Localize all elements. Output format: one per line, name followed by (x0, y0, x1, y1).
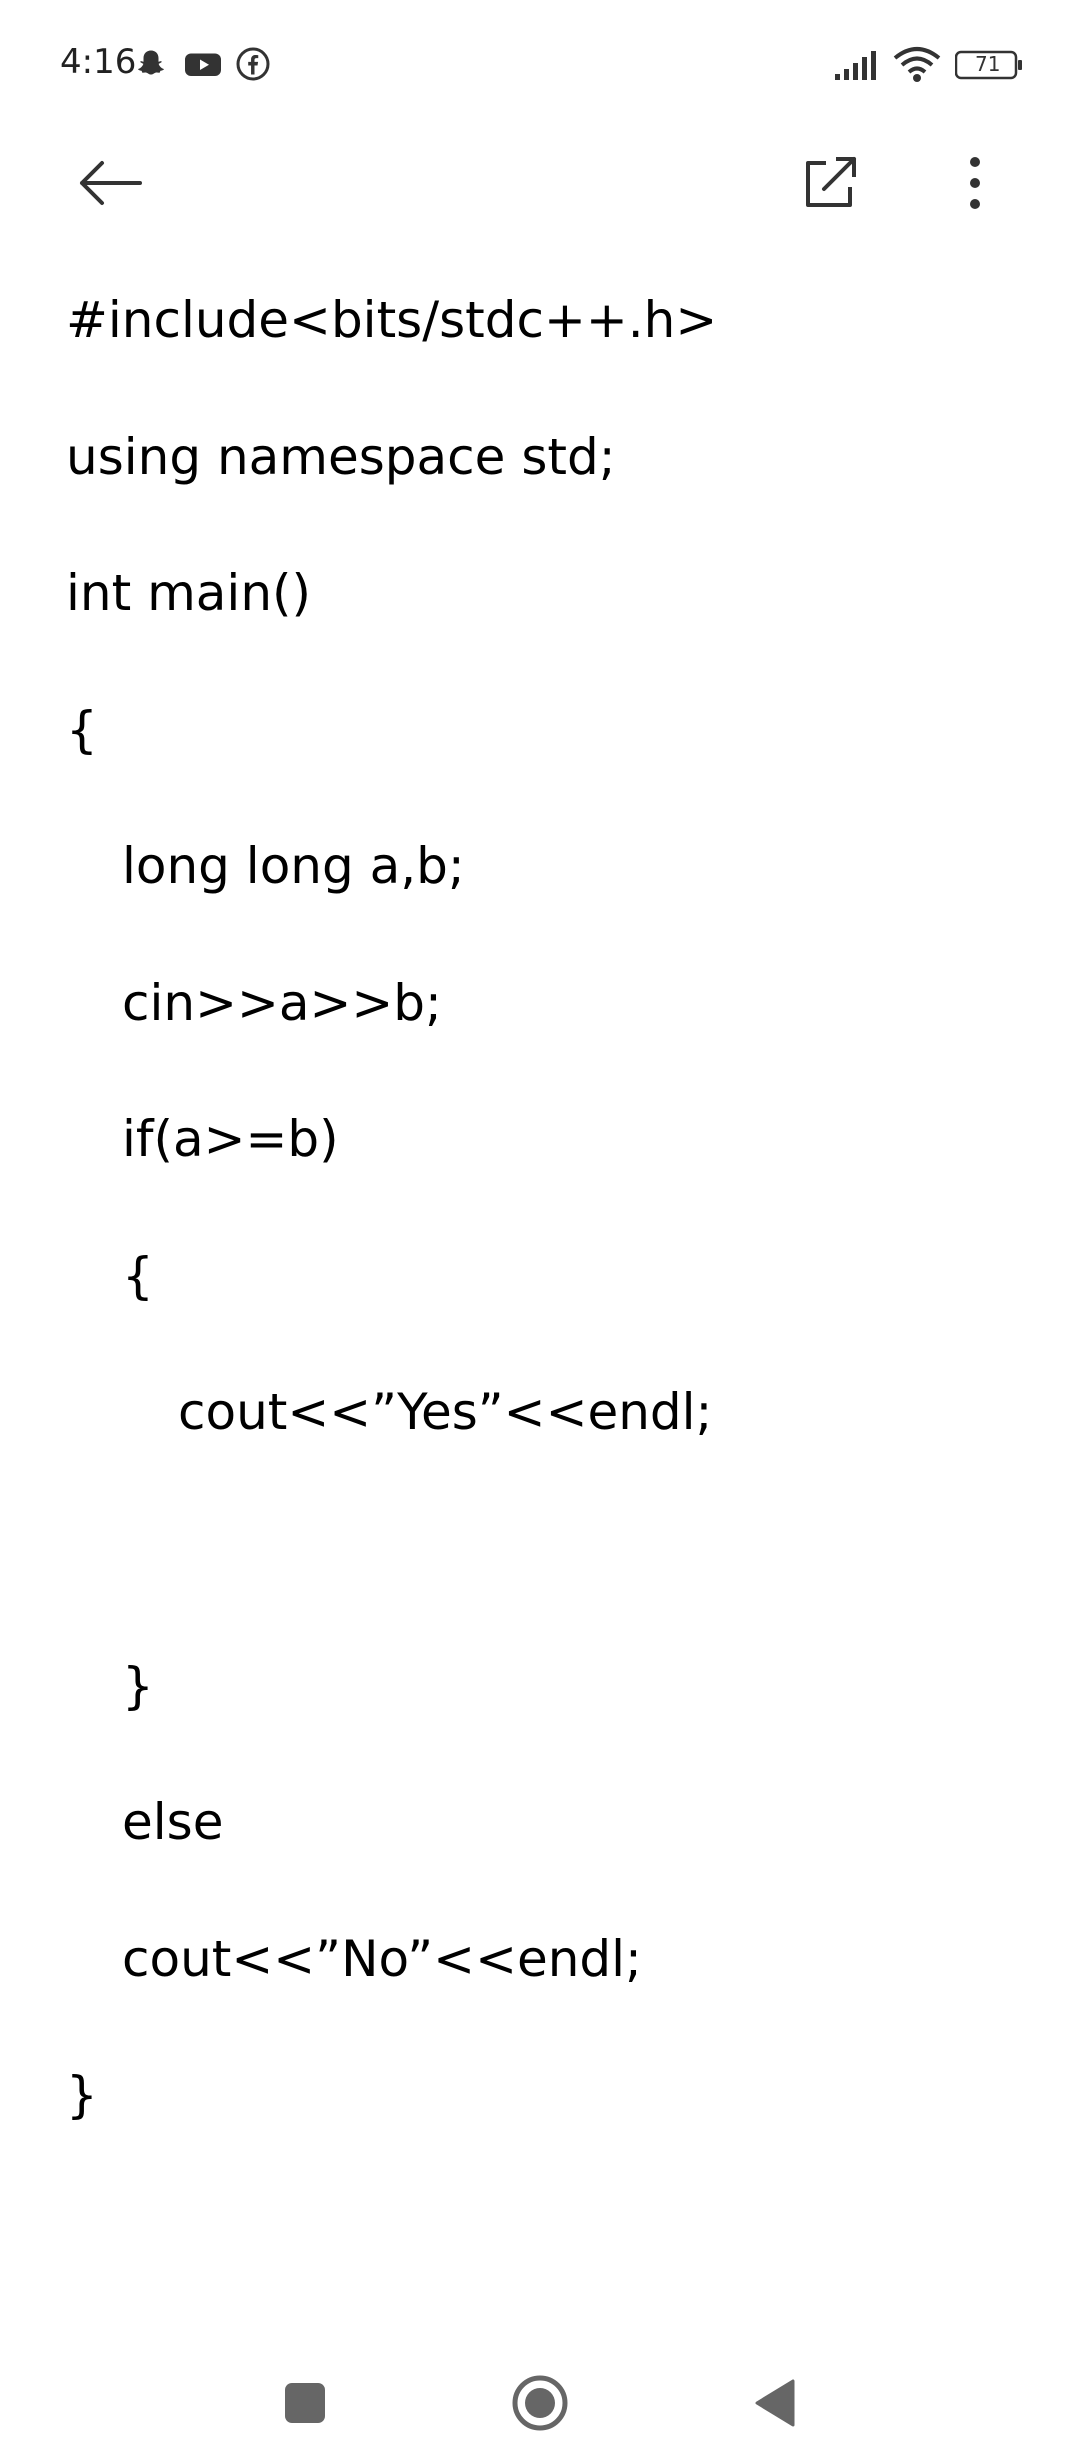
code-line: if(a>=b) (122, 1110, 339, 1168)
back-button[interactable] (65, 140, 155, 230)
battery-icon (954, 50, 1025, 84)
status-bar: 4:16 (0, 0, 1080, 130)
code-line: #include<bits/stdc++.h> (66, 291, 718, 349)
open-external-button[interactable] (785, 140, 875, 230)
nav-back-button[interactable] (725, 2360, 825, 2450)
battery-level: 71 (975, 52, 1001, 76)
code-line: int main() (66, 564, 312, 622)
recents-button[interactable] (255, 2360, 355, 2450)
youtube-icon (183, 46, 223, 86)
code-line: { (122, 1247, 154, 1305)
code-line: long long a,b; (122, 837, 465, 895)
wifi-icon (893, 46, 941, 86)
home-button[interactable] (490, 2360, 590, 2450)
code-line: cout<<”Yes”<<endl; (178, 1383, 713, 1441)
recents-square-icon (283, 2381, 327, 2429)
back-arrow-icon (78, 160, 142, 210)
code-line: using namespace std; (66, 428, 616, 486)
signal-icon (835, 50, 881, 84)
open-external-icon (802, 155, 858, 215)
facebook-icon (235, 46, 271, 86)
code-line: } (122, 1657, 154, 1715)
code-line: } (66, 2066, 98, 2124)
code-line: else (122, 1793, 224, 1851)
more-options-button[interactable] (930, 140, 1020, 230)
back-triangle-icon (753, 2378, 797, 2432)
status-time: 4:16 (60, 42, 137, 82)
home-circle-icon (511, 2374, 569, 2436)
code-line: cout<<”No”<<endl; (122, 1930, 642, 1988)
more-vert-icon (968, 155, 982, 215)
code-line: { (66, 701, 98, 759)
code-line: cin>>a>>b; (122, 974, 442, 1032)
snapchat-icon (133, 46, 169, 86)
